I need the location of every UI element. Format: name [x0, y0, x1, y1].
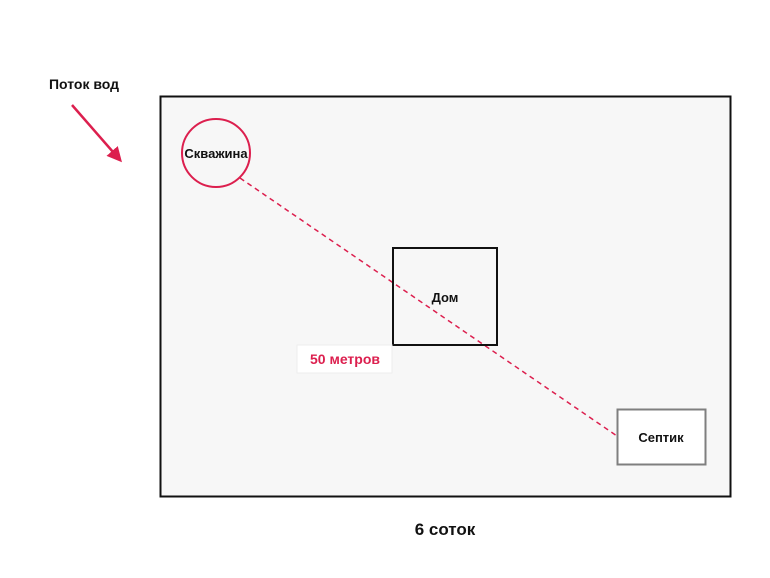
flow-arrow [71, 104, 122, 163]
septic-label: Септик [638, 430, 684, 445]
distance-line [239, 177, 618, 437]
flow-label: Поток вод [49, 76, 119, 92]
house-label: Дом [432, 290, 459, 305]
well-circle [181, 118, 251, 188]
house-box [392, 247, 498, 346]
distance-label: 50 метров [310, 351, 380, 367]
distance-label-box [296, 344, 393, 374]
plot-size-label: 6 соток [415, 520, 476, 539]
septic-box [616, 408, 707, 466]
well-label: Скважина [184, 146, 248, 161]
